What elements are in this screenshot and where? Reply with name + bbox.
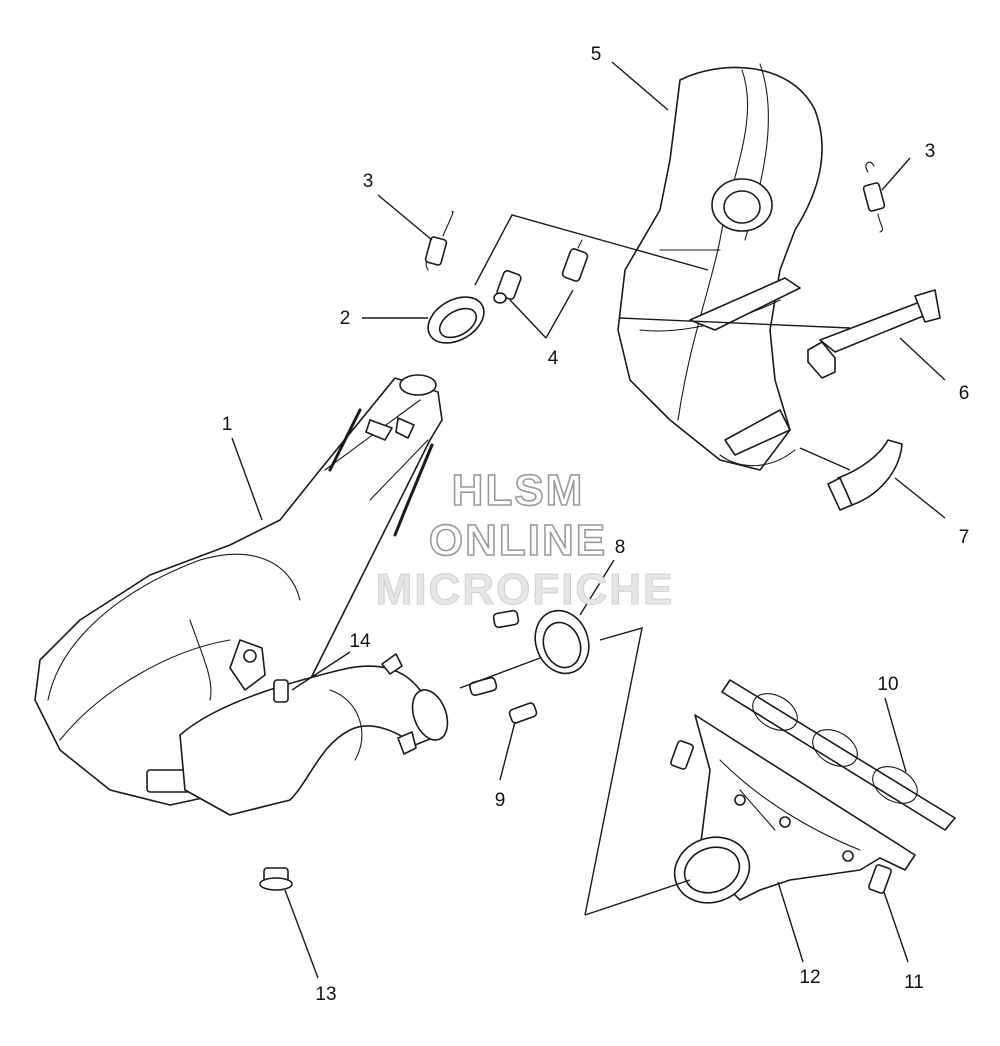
part-10-exhaust-gasket <box>721 679 956 831</box>
part-12-exhaust-manifold <box>673 714 916 904</box>
callout-1: 1 <box>222 414 233 435</box>
part-14-hooks <box>273 653 417 755</box>
callout-12: 12 <box>799 967 820 988</box>
callout-3-right: 3 <box>925 141 936 162</box>
callout-5: 5 <box>591 44 602 65</box>
callout-labels: 1 2 3 3 4 5 6 7 8 9 10 11 12 13 14 <box>222 44 970 1005</box>
callout-14: 14 <box>349 631 371 652</box>
assembly-lines <box>459 214 709 916</box>
part-1-exhaust-pipe <box>34 374 449 816</box>
callout-2: 2 <box>340 308 351 329</box>
callout-6: 6 <box>959 383 970 404</box>
callout-8: 8 <box>615 537 626 558</box>
callout-13: 13 <box>315 984 336 1005</box>
leader-lines <box>231 61 946 979</box>
watermark-line-2: ONLINE <box>429 516 607 565</box>
part-3-spring-left <box>424 210 454 271</box>
part-7-clip <box>827 439 903 511</box>
watermark: HLSM ONLINE MICROFICHE <box>375 465 675 614</box>
part-9-springs <box>468 609 538 724</box>
watermark-line-3: MICROFICHE <box>376 565 675 614</box>
part-3-spring-right <box>862 161 886 233</box>
part-8-gasket-ring <box>534 609 590 675</box>
callout-4: 4 <box>548 348 559 369</box>
callout-3-left: 3 <box>363 171 374 192</box>
part-4-springs <box>493 239 589 304</box>
part-2-seal-ring <box>427 296 485 344</box>
part-6-bracket <box>807 289 941 379</box>
callout-9: 9 <box>495 790 506 811</box>
callout-10: 10 <box>877 674 898 695</box>
watermark-line-1: HLSM <box>452 466 585 515</box>
part-11-bolts <box>670 740 892 894</box>
callout-7: 7 <box>959 527 970 548</box>
callout-11: 11 <box>904 972 924 993</box>
part-13-plug <box>259 867 293 891</box>
part-5-muffler <box>617 63 823 471</box>
